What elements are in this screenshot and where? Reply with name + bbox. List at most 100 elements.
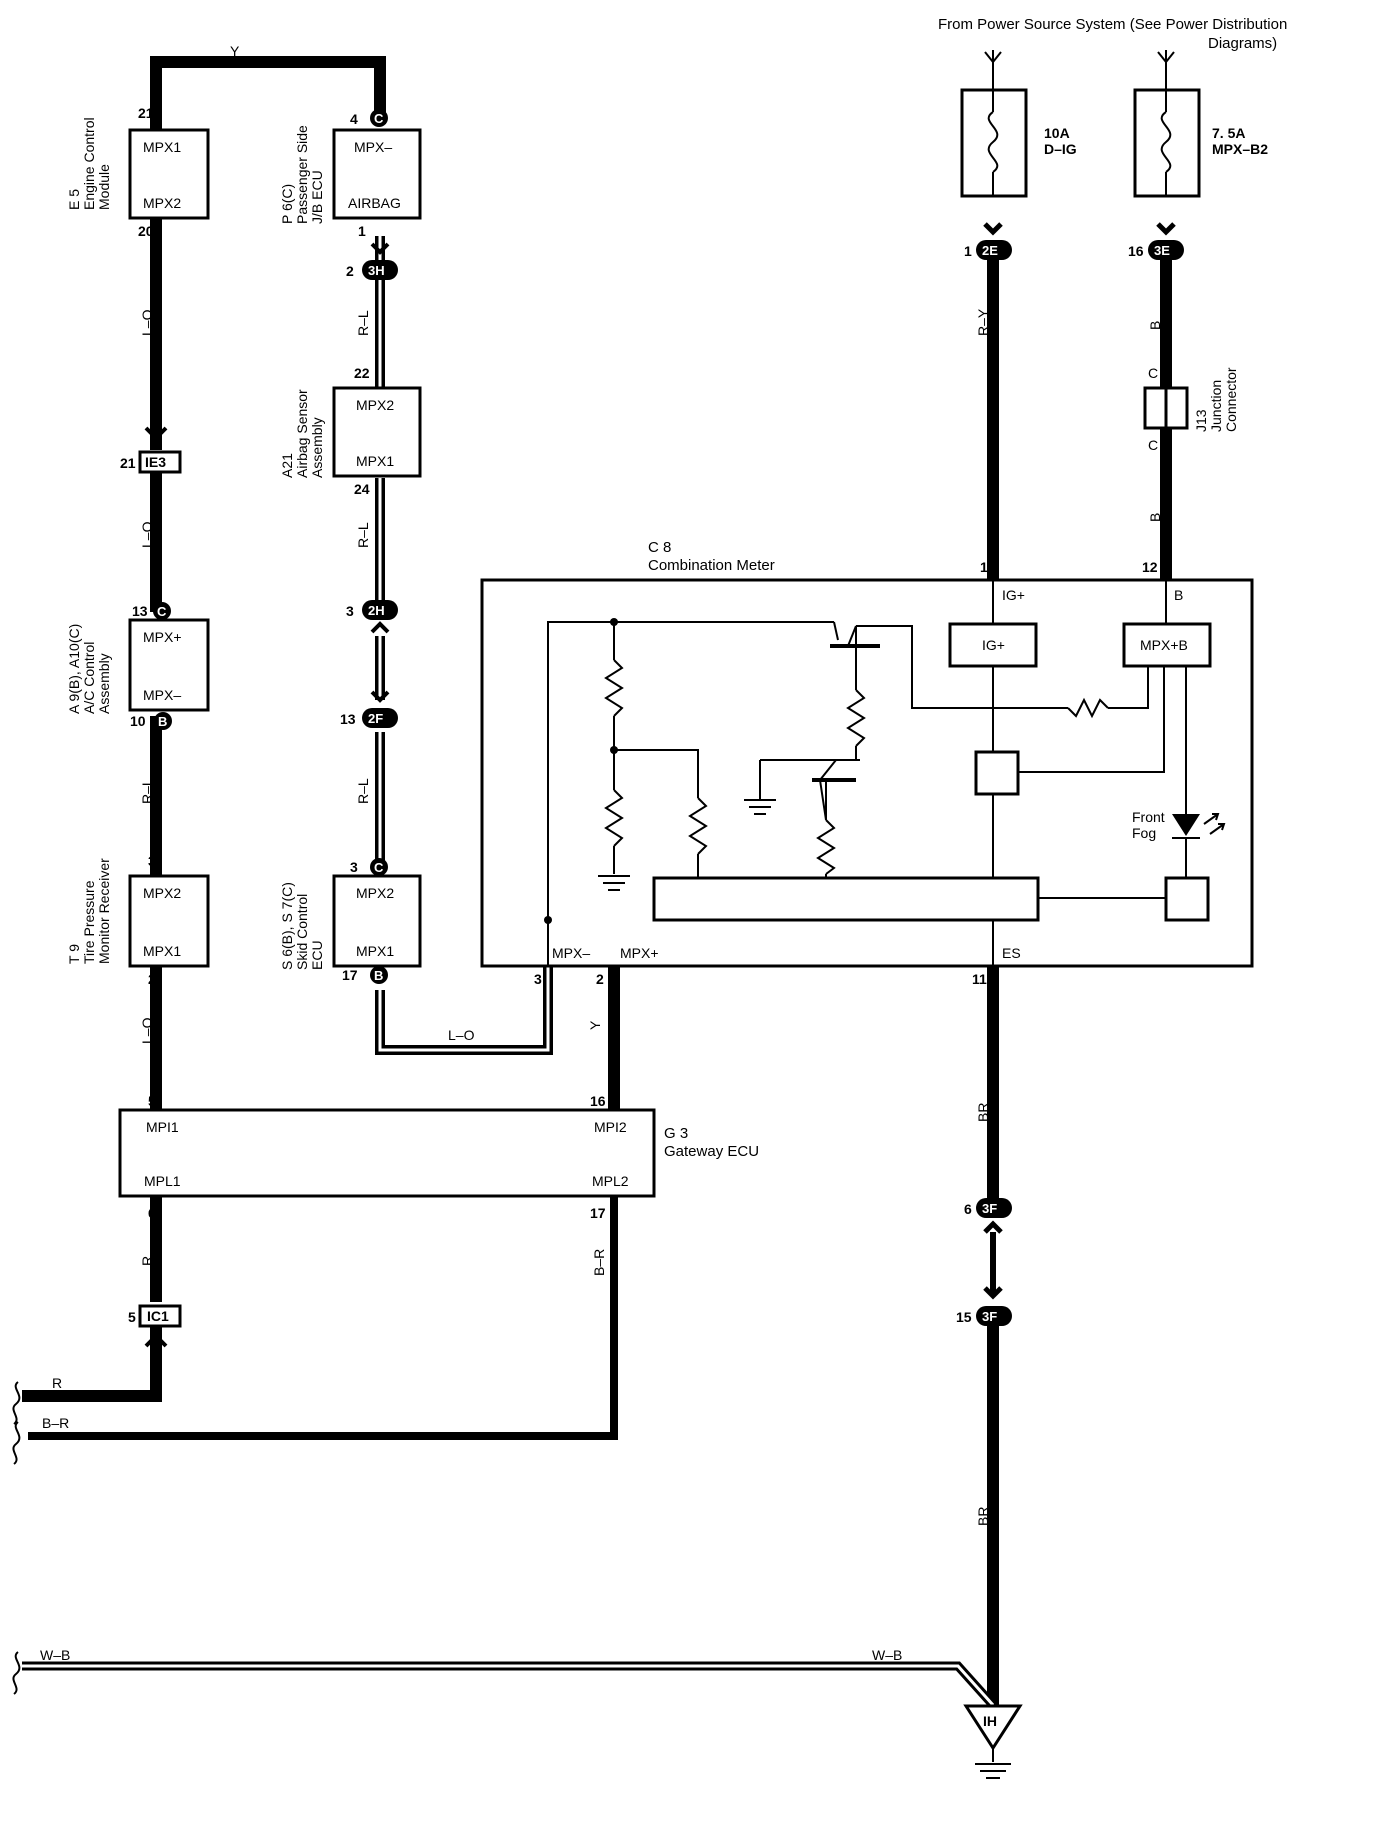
pin-3d: 3 (534, 971, 542, 987)
connector-ie3-label: IE3 (145, 454, 166, 470)
pin-16a: 16 (1128, 243, 1144, 259)
wire-wb (22, 1661, 997, 1709)
pin-16b: 16 (590, 1093, 606, 1109)
connector-3e-label: 3E (1154, 243, 1170, 258)
connector-2e-label: 2E (982, 243, 998, 258)
wire-label-br-1: BR (975, 1103, 991, 1122)
airbag-pin-mpx1: MPX1 (356, 453, 394, 469)
connector-2e: 2E (976, 240, 1012, 260)
skid-name-2: ECU (309, 940, 325, 970)
wire-label-lo-2: L–O (139, 521, 155, 548)
wire-br-left (28, 1196, 618, 1440)
connector-3f-6-label: 3F (982, 1201, 997, 1216)
wire-label-r: R (139, 1256, 155, 1266)
ac-name-2: Assembly (96, 653, 112, 714)
pin-2a: 2 (148, 971, 156, 987)
gateway-mpi2: MPI2 (594, 1119, 627, 1135)
connector-4c: C (370, 109, 388, 127)
arrow-3h (370, 242, 390, 255)
connector-ic1: IC1 (138, 1304, 182, 1348)
power-source-label-2: Diagrams) (1208, 35, 1277, 52)
wire-label-c-2: C (1148, 437, 1158, 453)
junction-code: J13 (1193, 409, 1209, 432)
connector-17b: B (370, 966, 388, 984)
wire-label-rl-3: R–L (139, 778, 155, 804)
connector-ic1-label: IC1 (147, 1308, 169, 1324)
power-arrow-1 (984, 50, 1002, 92)
gateway-mpl2: MPL2 (592, 1173, 629, 1189)
ac-code: A 9(B), A10(C) (66, 624, 82, 714)
wire-r-bottom (22, 1376, 162, 1402)
wire-label-rl-1: R–L (355, 310, 371, 336)
jb-code: P 6(C) (279, 184, 295, 224)
arrow-2f (370, 690, 390, 703)
airbag-name-2: Assembly (309, 417, 325, 478)
pin-22: 22 (354, 365, 370, 381)
connector-3f-15: 3F (976, 1306, 1012, 1326)
ground-ih: IH (963, 1704, 1023, 1779)
pin-10: 10 (130, 713, 146, 729)
engine-name-2: Module (96, 164, 112, 210)
junction-name-1: Junction (1208, 380, 1224, 432)
wire-y-top (150, 56, 386, 136)
wire-label-r-2: R (52, 1375, 62, 1391)
wire-label-lo-3: L–O (139, 1017, 155, 1044)
engine-pin-mpx1: MPX1 (143, 139, 181, 155)
fuse-mpx-b2-name: MPX–B2 (1212, 141, 1268, 157)
fuse-d-ig-rating: 10A (1044, 125, 1070, 141)
pin-13a: 13 (132, 603, 148, 619)
tire-name-1: Tire Pressure (81, 880, 97, 964)
fuse-d-ig-name: D–IG (1044, 141, 1077, 157)
pin-5a: 5 (148, 1093, 156, 1109)
pin-4: 4 (350, 111, 358, 127)
wire-label-c-1: C (1148, 365, 1158, 381)
connector-3h: 3H (362, 260, 398, 280)
pin-11: 11 (972, 971, 987, 987)
tire-pin-mpx2: MPX2 (143, 885, 181, 901)
meter-ig-pin: IG+ (1002, 587, 1025, 603)
pin-6b: 6 (964, 1201, 972, 1217)
passenger-jb-ecu: MPX– AIRBAG (332, 128, 422, 220)
engine-code: E 5 (66, 189, 82, 210)
wire-label-lo-1: L–O (139, 309, 155, 336)
tire-pressure-receiver: MPX2 MPX1 (128, 874, 210, 968)
jb-pin-airbag: AIRBAG (348, 195, 401, 211)
meter-fog-label-1: Front (1132, 809, 1165, 825)
airbag-name-1: Airbag Sensor (294, 389, 310, 478)
wire-label-br-vert: B–R (591, 1249, 607, 1276)
jb-pin-mpx-minus: MPX– (354, 139, 392, 155)
meter-mpx-minus: MPX– (552, 945, 590, 961)
connector-2f-label: 2F (368, 711, 383, 726)
pin-3c: 3 (350, 859, 358, 875)
gateway-mpl1: MPL1 (144, 1173, 181, 1189)
ac-pin-mpx-minus: MPX– (143, 687, 181, 703)
connector-10b-label: B (158, 714, 167, 729)
arrow-3f-15 (983, 1286, 1003, 1300)
engine-control-module: MPX1 MPX2 (128, 128, 210, 220)
connector-3h-label: 3H (368, 263, 385, 278)
connector-3e: 3E (1148, 240, 1184, 260)
connector-2h: 2H (362, 600, 398, 634)
connector-13c-label: C (157, 604, 167, 619)
arrow-2e (983, 222, 1003, 236)
meter-ig-box-label: IG+ (982, 637, 1005, 653)
wire-lo-4 (375, 966, 553, 1055)
pin-15: 15 (956, 1309, 972, 1325)
fuse-mpx-b2-rating: 7. 5A (1212, 125, 1245, 141)
pin-17a: 17 (342, 967, 358, 983)
wire-label-lo-4: L–O (448, 1027, 475, 1043)
jb-name-2: J/B ECU (309, 170, 325, 224)
pin-12: 12 (1142, 559, 1158, 575)
wire-label-wb-2: W–B (872, 1647, 902, 1663)
gateway-ecu: MPI1 MPI2 MPL1 MPL2 (118, 1108, 656, 1198)
ac-control-assembly: MPX+ MPX– (128, 618, 210, 712)
wire-label-br-2: BR (975, 1507, 991, 1526)
pin-21a: 21 (138, 105, 154, 121)
wire-label-rl-4: R–L (355, 778, 371, 804)
fuse-d-ig: 10A D–IG (960, 88, 1077, 198)
connector-10b: B (154, 712, 172, 730)
airbag-code: A21 (279, 453, 295, 478)
pin-3a: 3 (148, 853, 156, 869)
airbag-sensor-assembly: MPX2 MPX1 (332, 386, 422, 478)
